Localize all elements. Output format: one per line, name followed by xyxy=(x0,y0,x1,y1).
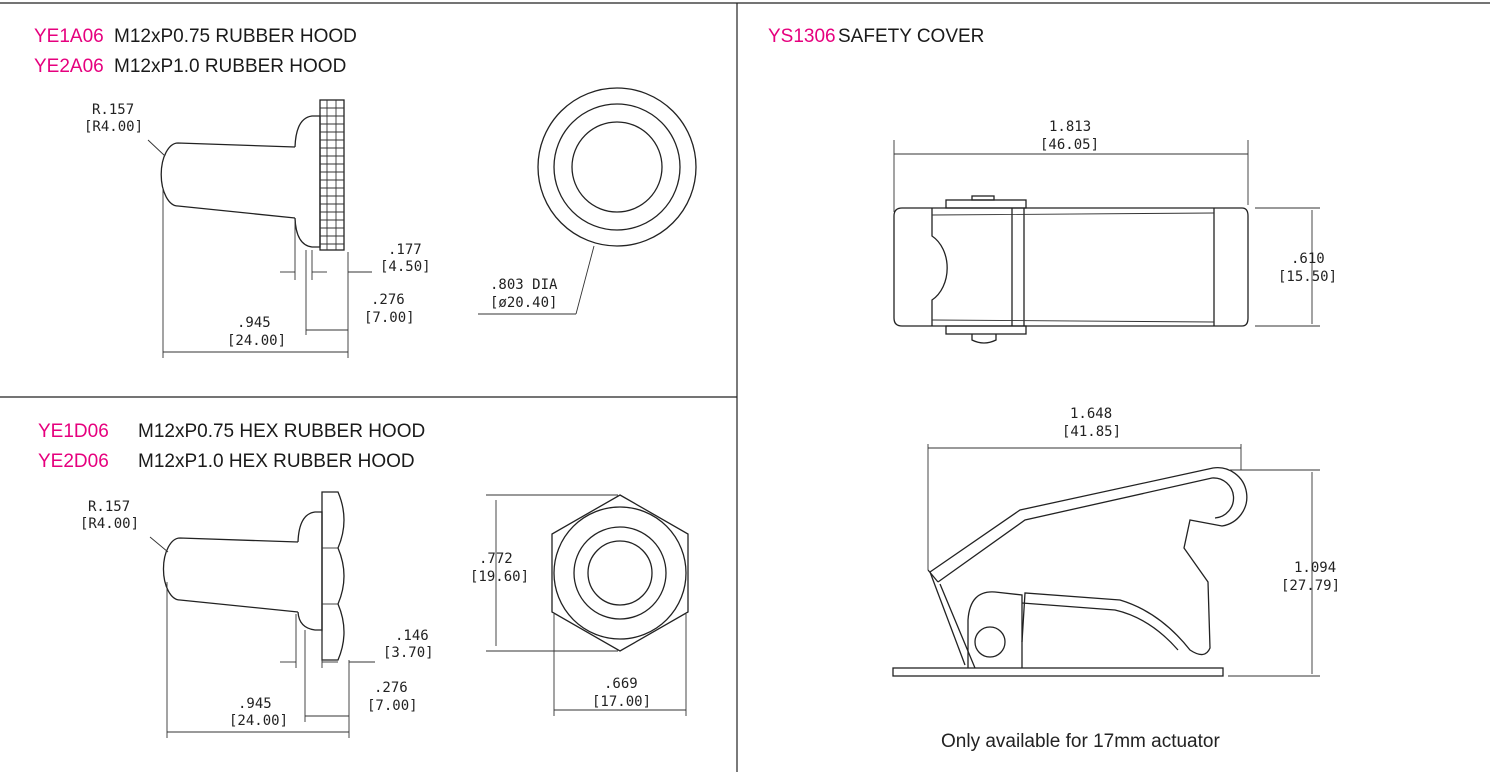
hood-side-view xyxy=(147,99,372,358)
part-code: YE1D06 xyxy=(38,421,109,442)
dim-a-mm: [3.70] xyxy=(383,645,434,661)
length-inch: .945 xyxy=(237,315,271,331)
part-description: SAFETY COVER xyxy=(838,26,984,47)
part-description: M12xP1.0 RUBBER HOOD xyxy=(114,56,346,77)
hex-flats-inch: .669 xyxy=(604,676,638,692)
length-mm: [24.00] xyxy=(229,713,288,729)
hex-height-mm: [19.60] xyxy=(470,569,529,585)
diameter-mm: [ø20.40] xyxy=(490,295,557,311)
radius-mm: [R4.00] xyxy=(80,516,139,532)
dim-a-mm: [4.50] xyxy=(380,259,431,275)
hex-height-inch: .772 xyxy=(479,551,513,567)
dim-a-inch: .146 xyxy=(395,628,429,644)
hood-front-view xyxy=(478,87,697,315)
dim-a-inch: .177 xyxy=(388,242,422,258)
part-description: M12xP1.0 HEX RUBBER HOOD xyxy=(138,451,415,472)
diameter-inch: .803 DIA xyxy=(490,277,558,293)
panel-safety-cover: YS1306 SAFETY COVER 1.813 [46.05] .610 [… xyxy=(768,26,1340,752)
dim-b-inch: .276 xyxy=(371,292,405,308)
part-description: M12xP0.75 RUBBER HOOD xyxy=(114,26,357,47)
dim-b-inch: .276 xyxy=(374,680,408,696)
part-code: YE2D06 xyxy=(38,451,109,472)
radius-mm: [R4.00] xyxy=(84,119,143,135)
top-height-mm: [15.50] xyxy=(1278,269,1337,285)
part-code: YS1306 xyxy=(768,26,836,47)
top-width-inch: 1.813 xyxy=(1049,119,1091,135)
side-height-mm: [27.79] xyxy=(1281,578,1340,594)
panel-rubber-hood: YE1A06 M12xP0.75 RUBBER HOOD YE2A06 M12x… xyxy=(34,26,697,358)
length-mm: [24.00] xyxy=(227,333,286,349)
availability-note: Only available for 17mm actuator xyxy=(941,731,1220,752)
part-description: M12xP0.75 HEX RUBBER HOOD xyxy=(138,421,425,442)
radius-inch: R.157 xyxy=(92,102,134,118)
hex-flats-mm: [17.00] xyxy=(592,694,651,710)
part-code: YE2A06 xyxy=(34,56,104,77)
length-inch: .945 xyxy=(238,696,272,712)
cover-side-view xyxy=(892,444,1320,677)
dim-b-mm: [7.00] xyxy=(364,310,415,326)
radius-inch: R.157 xyxy=(88,499,130,515)
side-width-inch: 1.648 xyxy=(1070,406,1112,422)
part-code: YE1A06 xyxy=(34,26,104,47)
top-width-mm: [46.05] xyxy=(1040,137,1099,153)
side-height-inch: 1.094 xyxy=(1294,560,1336,576)
dim-b-mm: [7.00] xyxy=(367,698,418,714)
side-width-mm: [41.85] xyxy=(1062,424,1121,440)
hex-hood-side-view xyxy=(149,491,375,738)
panel-hex-rubber-hood: YE1D06 M12xP0.75 HEX RUBBER HOOD YE2D06 … xyxy=(38,421,689,738)
hex-hood-front-view xyxy=(486,494,689,716)
cover-top-view xyxy=(893,140,1320,344)
top-height-inch: .610 xyxy=(1291,251,1325,267)
